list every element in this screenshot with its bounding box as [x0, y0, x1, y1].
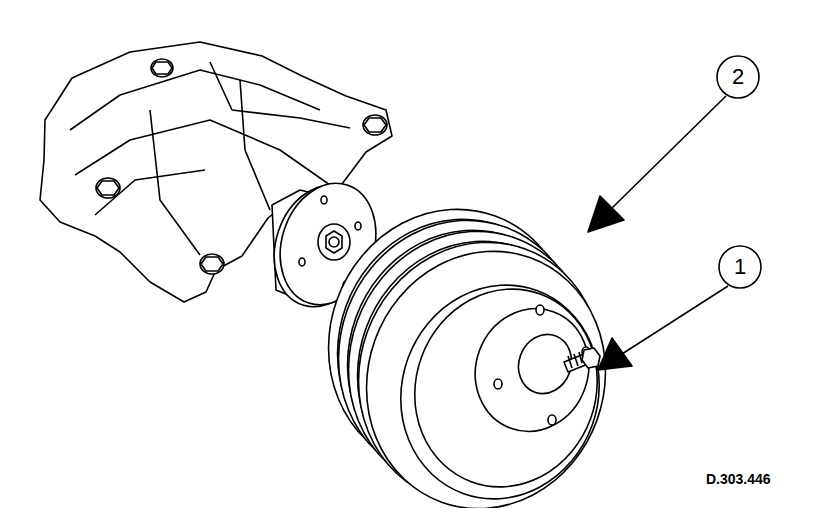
drawing-code: D.303.446: [706, 471, 771, 487]
pulley-hub: [458, 293, 606, 448]
callout-number: 1: [734, 256, 746, 278]
flange-center: [318, 224, 350, 260]
leader-arrow: [588, 96, 728, 370]
callout-circle: 2: [716, 55, 760, 99]
pulley-bolt: [564, 348, 600, 372]
pulley-face: [371, 257, 629, 508]
callout-ring: [719, 246, 761, 288]
shaft-nut: [326, 231, 342, 253]
pulley-groove: [292, 175, 641, 508]
callout-ring: [717, 56, 759, 98]
pulley-hole: [494, 305, 590, 425]
housing-rib: [210, 62, 350, 128]
housing-bolt: [96, 59, 387, 274]
callout-number: 2: [732, 66, 744, 88]
shaft: [329, 237, 339, 247]
pulley-recess: [387, 263, 625, 508]
callout-circle: 1: [718, 245, 762, 289]
